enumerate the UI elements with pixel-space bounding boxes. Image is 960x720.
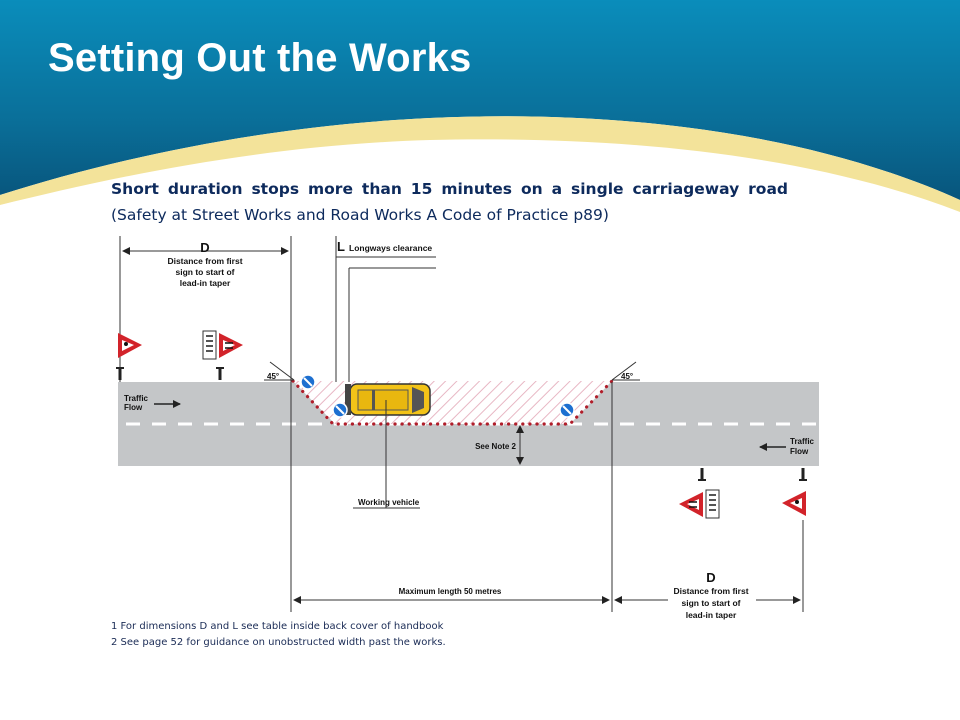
angle-left-label: 45° bbox=[267, 372, 279, 381]
d-right-letter: D bbox=[706, 570, 715, 585]
roadworks-sign-right bbox=[782, 491, 806, 516]
traffic-left-line1: Traffic bbox=[124, 394, 149, 403]
working-vehicle bbox=[345, 383, 431, 416]
sign-post-right-2 bbox=[799, 468, 807, 481]
roadworks-sign-left bbox=[118, 333, 142, 358]
road-narrows-sign-right bbox=[679, 489, 720, 519]
see-note-label: See Note 2 bbox=[475, 442, 516, 451]
subtitle-main: Short duration stops more than 15 minute… bbox=[111, 180, 788, 198]
road-narrows-sign-left bbox=[202, 330, 243, 360]
traffic-right-line1: Traffic bbox=[790, 437, 815, 446]
subtitle: Short duration stops more than 15 minute… bbox=[111, 176, 788, 228]
d-right-line2: sign to start of bbox=[681, 598, 740, 608]
d-right-line3: lead-in taper bbox=[686, 610, 737, 620]
footnotes: 1 For dimensions D and L see table insid… bbox=[111, 619, 446, 651]
l-letter: L bbox=[337, 239, 345, 254]
angle-mark-left: 45° bbox=[264, 361, 295, 381]
keep-left-sign bbox=[332, 402, 348, 418]
keep-left-sign bbox=[300, 374, 316, 390]
d-left-letter: D bbox=[200, 240, 209, 255]
subtitle-reference: (Safety at Street Works and Road Works A… bbox=[111, 206, 609, 224]
keep-right-sign bbox=[559, 402, 575, 418]
l-label: Longways clearance bbox=[349, 243, 432, 253]
page-title: Setting Out the Works bbox=[48, 36, 472, 80]
road-works-diagram: D Distance from first sign to start of l… bbox=[116, 236, 819, 622]
d-left-line1: Distance from first bbox=[167, 256, 242, 266]
traffic-left-line2: Flow bbox=[124, 403, 143, 412]
d-right-line1: Distance from first bbox=[673, 586, 748, 596]
d-left-line2: sign to start of bbox=[175, 267, 234, 277]
sign-post-right-1 bbox=[698, 468, 706, 481]
max-length-label: Maximum length 50 metres bbox=[399, 587, 502, 596]
sign-post-left-1 bbox=[116, 367, 124, 380]
traffic-right-line2: Flow bbox=[790, 447, 809, 456]
sign-post-left-2 bbox=[216, 367, 224, 380]
footnote-1: 1 For dimensions D and L see table insid… bbox=[111, 621, 444, 632]
d-left-line3: lead-in taper bbox=[180, 278, 231, 288]
angle-right-label: 45° bbox=[621, 372, 633, 381]
working-vehicle-label: Working vehicle bbox=[358, 498, 420, 507]
cone-line bbox=[291, 379, 614, 426]
header-background bbox=[0, 0, 960, 212]
footnote-2: 2 See page 52 for guidance on unobstruct… bbox=[111, 637, 446, 648]
angle-mark-right: 45° bbox=[611, 361, 640, 381]
